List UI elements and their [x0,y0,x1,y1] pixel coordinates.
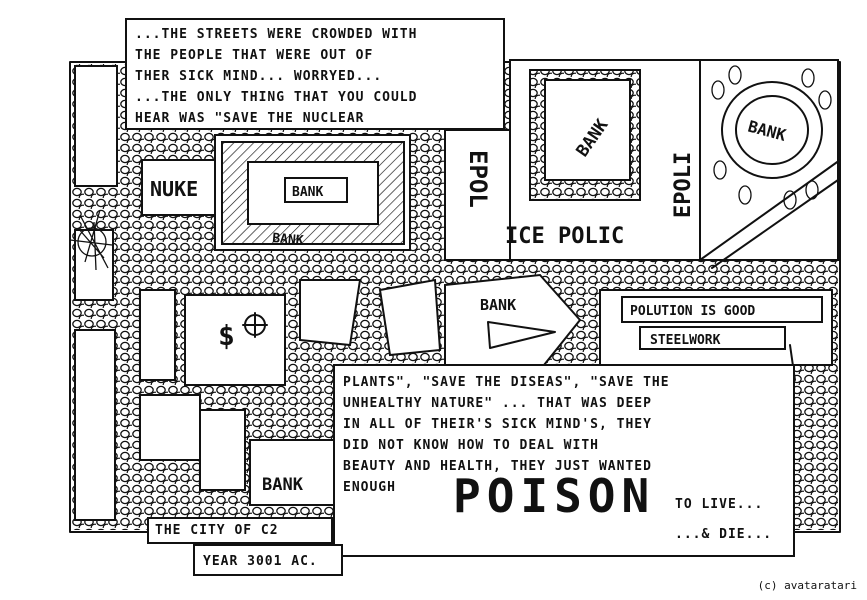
bank-center-label: BANK [292,185,323,200]
pollution-sign-box [621,296,823,323]
bank-center-sign [284,177,348,203]
dollar-label: $ [218,319,235,352]
year-label: YEAR 3001 AC. [203,554,318,569]
to-live-text: TO LIVE... [675,497,764,512]
bottom-caption-line: DID NOT KNOW HOW TO DEAL WITH [343,438,599,453]
bank-triangle-shape [487,321,556,349]
city-label-box: THE CITY OF C2 [147,517,333,544]
bottom-caption-line: UNHEALTHY NATURE" ... THAT WAS DEEP [343,396,652,411]
police-vertical-right-label: EPOLI [671,152,696,218]
copyright-text: (c) avataratari [757,579,857,592]
steelwork-sign-label: STEELWORK [650,333,721,348]
poison-word: POISON [453,469,656,523]
scribble-tree-icon [69,209,113,271]
pollution-sign-label: POLUTION IS GOOD [630,304,755,319]
year-label-box: YEAR 3001 AC. [193,544,343,576]
top-caption-line: THE PEOPLE THAT WERE OUT OF [135,48,374,63]
bottom-caption-line: ENOUGH [343,480,396,495]
top-caption-line: ...THE STREETS WERE CROWDED WITH [135,27,418,42]
nuke-label: NUKE [150,177,198,201]
bank-bottom-label: BANK [262,475,304,495]
bank-triangle-label: BANK [480,296,516,314]
bottom-caption-line: PLANTS", "SAVE THE DISEAS", "SAVE THE [343,375,670,390]
city-label: THE CITY OF C2 [155,523,279,538]
steelwork-sign-box [639,326,786,350]
crosshair-icon [242,312,268,338]
top-caption-box: ...THE STREETS WERE CROWDED WITH THE PEO… [125,18,505,130]
bottom-caption-box: PLANTS", "SAVE THE DISEAS", "SAVE THE UN… [333,364,795,557]
bottom-caption-line: BEAUTY AND HEALTH, THEY JUST WANTED [343,459,652,474]
top-caption-line: HEAR WAS "SAVE THE NUCLEAR [135,111,365,126]
bottom-caption-line: IN ALL OF THEIR'S SICK MIND'S, THEY [343,417,652,432]
top-caption-line: THER SICK MIND... WORRYED... [135,69,383,84]
police-horizontal-label: ICE POLIC [505,224,624,249]
top-caption-line: ...THE ONLY THING THAT YOU COULD [135,90,418,105]
and-die-text: ...& DIE... [675,527,773,542]
bank-under-label: BANK [272,231,305,249]
police-vertical-left-label: EPOL [464,150,492,208]
